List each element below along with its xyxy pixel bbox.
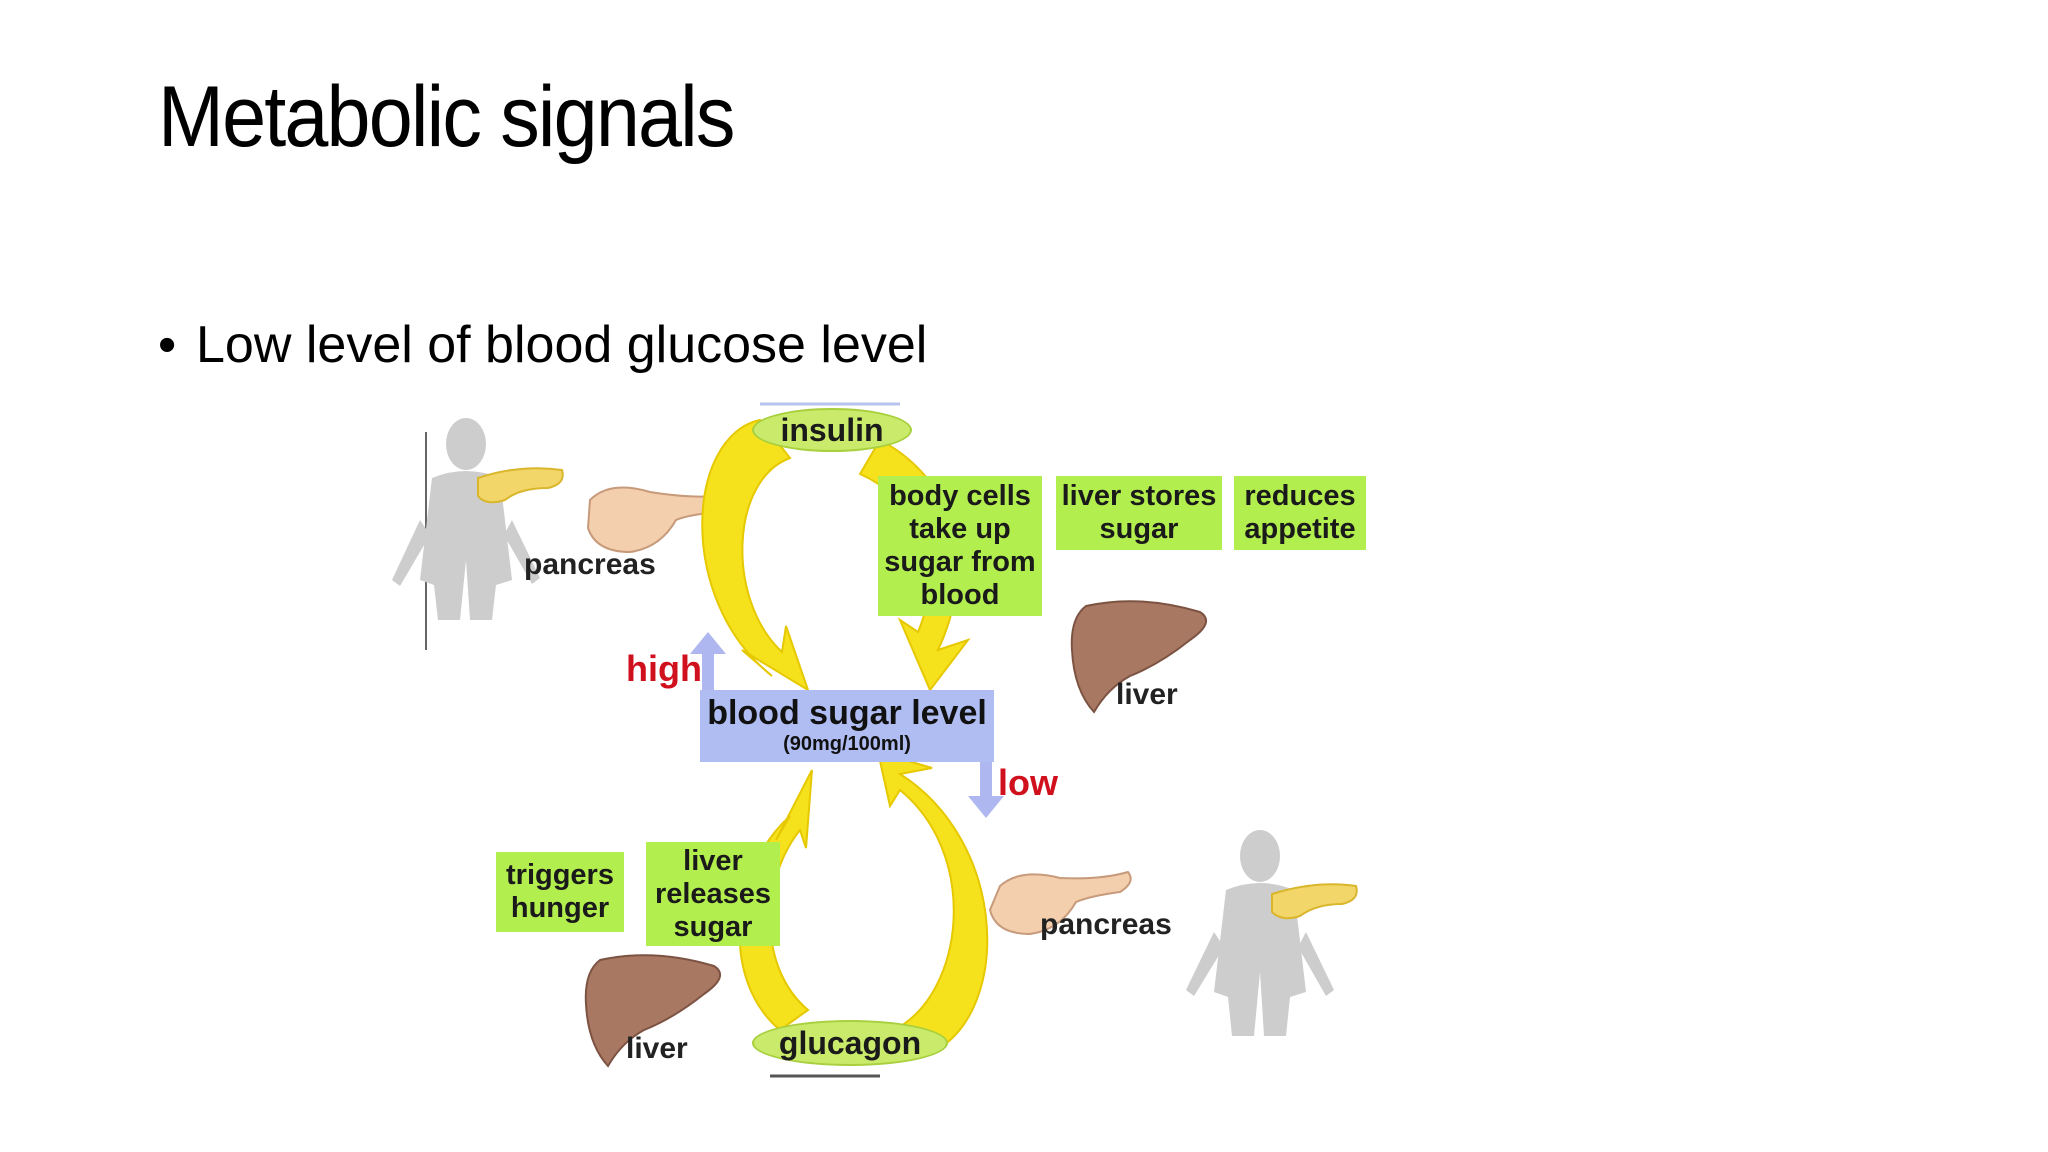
pancreas-bottom-icon (988, 870, 1132, 936)
triggers-hunger-box: triggers hunger (496, 852, 624, 932)
bullet-dot-icon: • (158, 316, 177, 374)
insulin-label: insulin (752, 408, 912, 452)
blood-sugar-level-box: blood sugar level (90mg/100ml) (700, 690, 994, 762)
glucagon-arrow-left-icon (738, 769, 813, 1032)
low-arrow-icon (968, 762, 1004, 818)
pancreas-small-top-icon (477, 467, 564, 504)
liver-bottom-icon (584, 954, 722, 1068)
liver-bottom-label: liver (626, 1032, 688, 1065)
low-label: low (998, 762, 1058, 803)
liver-releases-box: liver releases sugar (646, 842, 780, 946)
liver-top-label: liver (1116, 678, 1178, 711)
pancreas-top-label: pancreas (524, 548, 656, 581)
pancreas-bottom-label: pancreas (1040, 908, 1172, 941)
reduces-appetite-box: reduces appetite (1234, 476, 1366, 550)
bullet-text: Low level of blood glucose level (196, 316, 928, 374)
person-silhouette-bottom-icon (1186, 830, 1334, 1036)
high-label: high (626, 648, 702, 689)
person-silhouette-top-icon (392, 418, 540, 620)
high-arrow-icon (690, 632, 726, 690)
blood-sugar-level-label: blood sugar level (707, 694, 987, 732)
blood-sugar-value: (90mg/100ml) (783, 733, 911, 755)
slide-title: Metabolic signals (158, 69, 735, 165)
liver-stores-box: liver stores sugar (1056, 476, 1222, 550)
insulin-arrow-left-icon (701, 418, 810, 693)
pancreas-small-bottom-icon (1271, 883, 1358, 920)
body-cells-box: body cells take up sugar from blood (878, 476, 1042, 616)
liver-top-icon (1070, 600, 1208, 714)
glucagon-label: glucagon (752, 1020, 948, 1066)
